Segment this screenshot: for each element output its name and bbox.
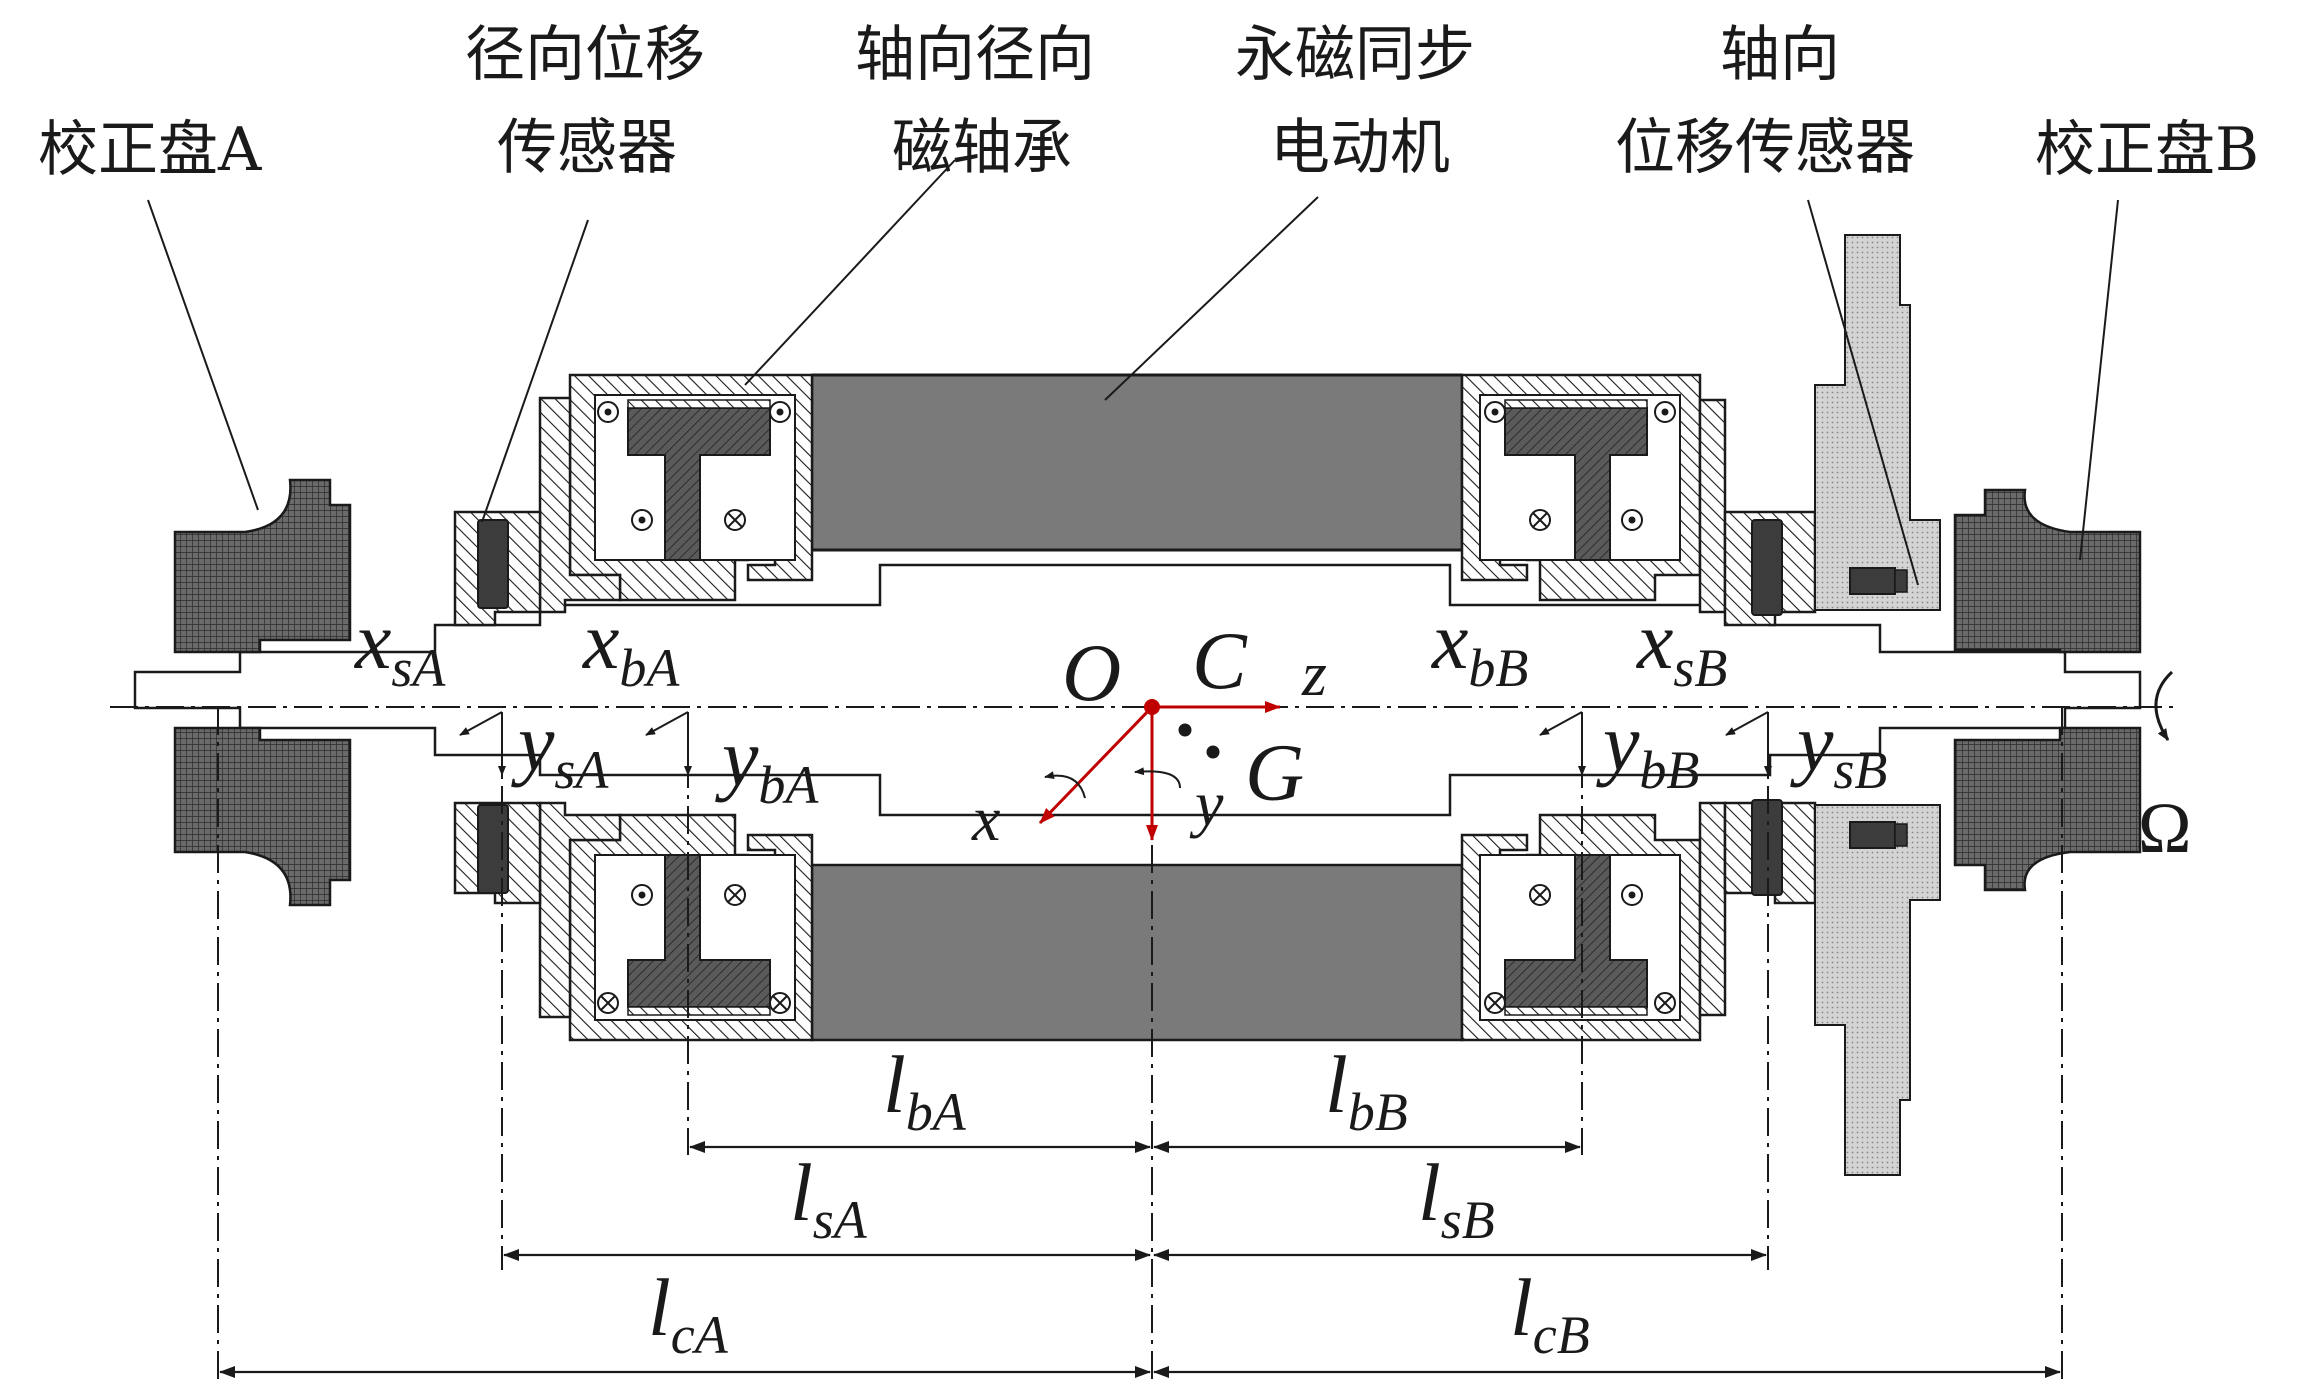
sym-ysB: ysB xyxy=(1790,697,1887,800)
displacement-arrows xyxy=(459,711,1772,776)
dimension-lines xyxy=(219,1141,2061,1378)
sym-lbB: lbB xyxy=(1325,1039,1408,1142)
origin-point xyxy=(1144,699,1160,715)
sym-lsA: lsA xyxy=(790,1147,868,1250)
bearing-b-top xyxy=(1460,373,1727,614)
sym-lcB: lcB xyxy=(1510,1262,1590,1365)
sym-xbA: xbA xyxy=(582,595,680,698)
sym-lbA: lbA xyxy=(883,1039,967,1142)
label-radial-sensor-line1: 径向位移 xyxy=(465,20,705,90)
sym-xsB: xsB xyxy=(1636,595,1727,698)
sym-y-axis: y xyxy=(1189,768,1224,839)
sym-lsB: lsB xyxy=(1418,1147,1495,1250)
omega-rotation-arrow xyxy=(2154,670,2174,741)
sym-C: C xyxy=(1192,615,1248,706)
sym-z: z xyxy=(1301,638,1327,709)
label-disk-a: 校正盘A xyxy=(38,115,262,185)
center-g-point xyxy=(1206,745,1220,759)
motor-stator-top xyxy=(810,373,1464,552)
rotation-arrow-x xyxy=(1044,771,1086,799)
radial-sensor-b-bottom xyxy=(1723,799,1817,905)
label-axial-sensor-line2: 位移传感器 xyxy=(1615,113,1915,183)
motor-stator-bottom xyxy=(810,863,1464,1042)
component-labels: 校正盘A 径向位移 传感器 轴向径向 磁轴承 永磁同步 电动机 轴向 位移传感器… xyxy=(38,20,2259,185)
sym-lcA: lcA xyxy=(648,1262,729,1365)
label-disk-b: 校正盘B xyxy=(2035,115,2259,185)
label-amb-line1: 轴向径向 xyxy=(855,20,1095,90)
axial-sensor-plate xyxy=(1814,234,1941,1176)
sym-ybA: ybA xyxy=(715,712,819,815)
bearing-b-bottom xyxy=(1460,801,1727,1042)
label-axial-sensor-line1: 轴向 xyxy=(1720,20,1840,90)
leader-lines xyxy=(147,159,2119,586)
sym-ybB: ybB xyxy=(1596,697,1699,800)
sym-ysA: ysA xyxy=(511,697,609,800)
math-symbols: xsA xbA ysA ybA xbB xsB ybB ysB O C z G … xyxy=(354,595,2192,1365)
radial-sensor-a-bottom xyxy=(453,801,542,905)
sym-omega: Ω xyxy=(2138,788,2192,868)
radial-sensor-a-top xyxy=(453,510,542,627)
label-motor-line2: 电动机 xyxy=(1270,113,1450,183)
sym-O: O xyxy=(1062,627,1121,718)
bearing-a-bottom xyxy=(538,801,814,1042)
bearing-a-top xyxy=(538,373,814,614)
center-c-point xyxy=(1178,723,1192,737)
label-motor-line1: 永磁同步 xyxy=(1235,20,1475,90)
sym-xsA: xsA xyxy=(354,595,446,698)
sym-x-axis: x xyxy=(971,783,1000,854)
label-radial-sensor-line2: 传感器 xyxy=(497,113,677,183)
sym-G: G xyxy=(1245,727,1304,818)
label-amb-line2: 磁轴承 xyxy=(892,113,1072,183)
motor-sleeve-top xyxy=(812,373,1462,552)
radial-sensor-b-top xyxy=(1723,510,1817,627)
correction-disk-b xyxy=(1953,488,2142,892)
sym-xbB: xbB xyxy=(1431,595,1528,698)
rotation-arrow-y xyxy=(1134,767,1181,789)
coordinate-system xyxy=(1038,699,1281,841)
